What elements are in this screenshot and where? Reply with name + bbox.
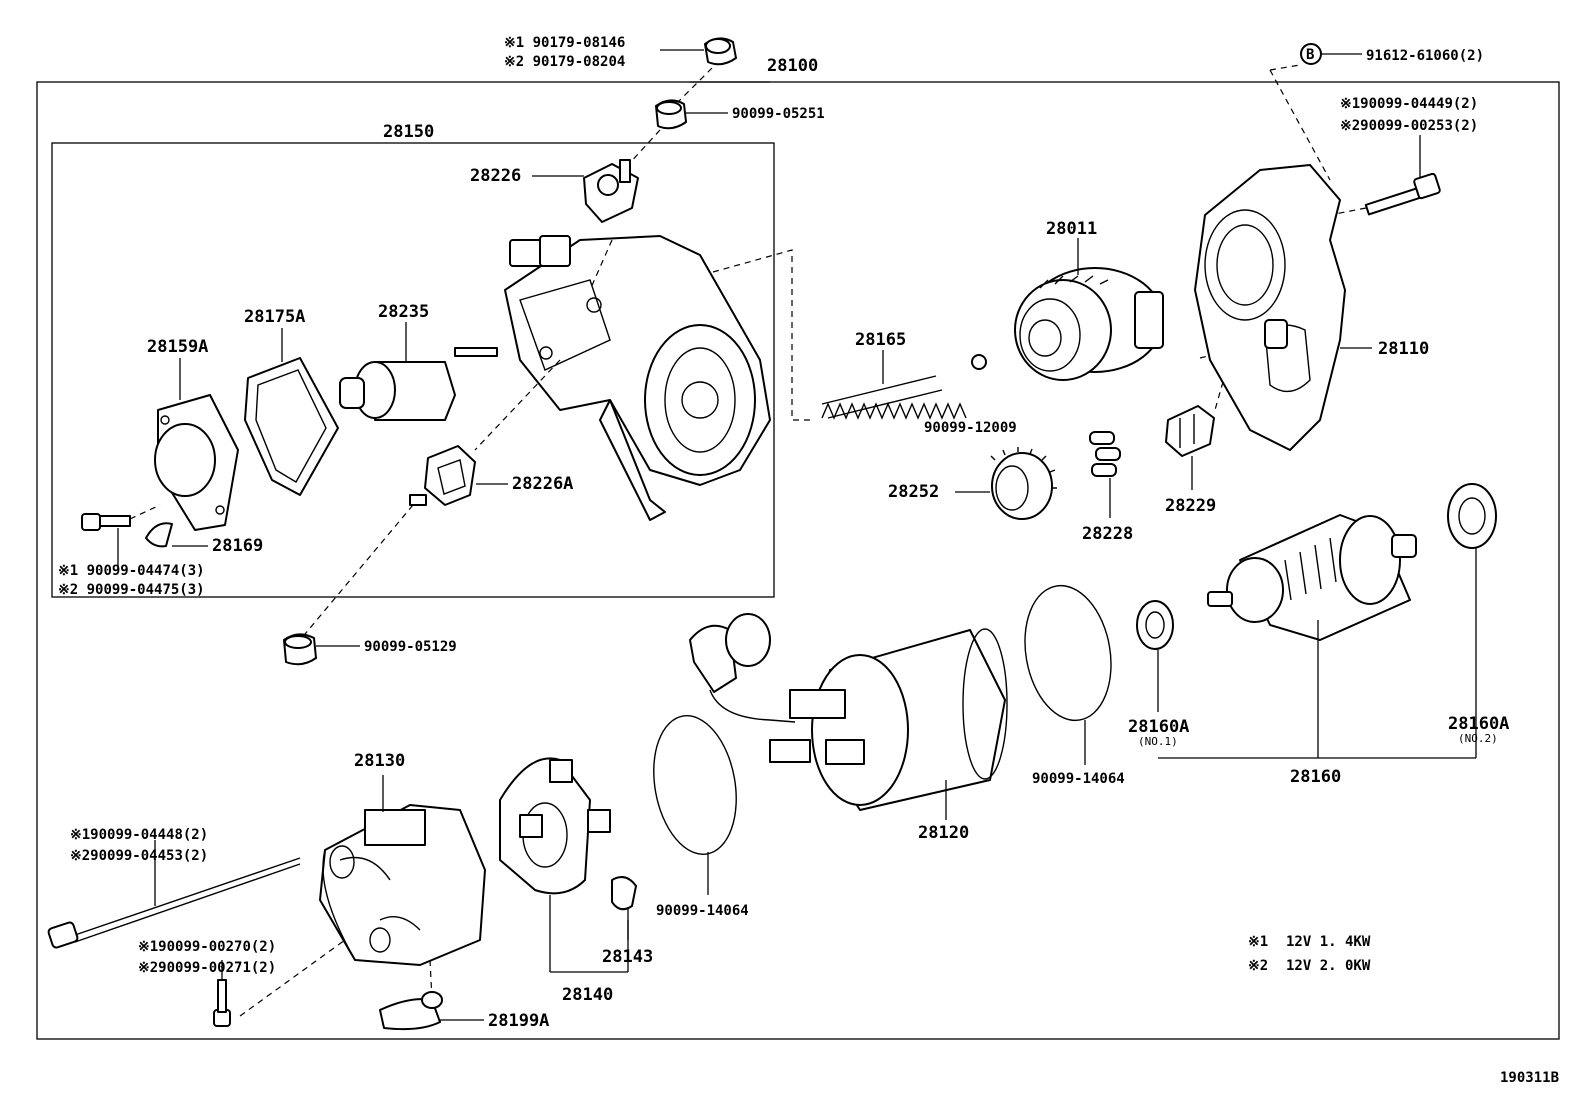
- note-1-text: 12V 1. 4KW: [1286, 934, 1371, 950]
- label-90099-00253: ※290099-00253(2): [1340, 118, 1478, 134]
- gasket-icon[interactable]: [244, 357, 339, 496]
- o-ring-left-icon[interactable]: [643, 709, 746, 861]
- nut-icon[interactable]: [655, 99, 687, 130]
- label-28226: 28226: [470, 166, 521, 186]
- end-cap-icon[interactable]: [379, 991, 443, 1031]
- label-28160A-no2-sub: (NO.2): [1458, 732, 1498, 745]
- label-28169: 28169: [212, 536, 263, 556]
- subassembly-frame: [51, 142, 775, 598]
- housing-bolt-icon[interactable]: [1364, 172, 1441, 216]
- label-28252: 28252: [888, 482, 939, 502]
- yoke-icon[interactable]: [689, 613, 1008, 811]
- label-28110: 28110: [1378, 339, 1429, 359]
- subassembly-label: 28150: [383, 122, 434, 142]
- label-28160A-no1-sub: (NO.1): [1138, 735, 1178, 748]
- clip-icon[interactable]: [145, 522, 173, 548]
- spring-icon[interactable]: [821, 375, 967, 420]
- starter-housing-icon[interactable]: [1194, 164, 1346, 451]
- note-1-mark: ※1: [1248, 934, 1268, 950]
- starter-clutch-icon[interactable]: [1014, 267, 1164, 381]
- figure-id: 190311B: [1500, 1070, 1559, 1086]
- label-28130: 28130: [354, 751, 405, 771]
- through-bolt-icon[interactable]: [47, 857, 301, 949]
- plunger-icon[interactable]: [339, 347, 498, 421]
- steel-ball-icon[interactable]: [971, 354, 987, 370]
- retainer-icon[interactable]: [1165, 405, 1215, 457]
- label-28228: 28228: [1082, 524, 1133, 544]
- label-90099-04448: ※190099-04448(2): [70, 827, 208, 843]
- brush-holder-icon[interactable]: [499, 757, 611, 895]
- label-90099-00270: ※190099-00270(2): [138, 939, 276, 955]
- switch-cover-icon[interactable]: [154, 394, 239, 531]
- label-90099-14064-left: 90099-14064: [656, 903, 749, 919]
- label-28175A: 28175A: [244, 307, 305, 327]
- end-frame-icon[interactable]: [319, 804, 486, 966]
- label-28165: 28165: [855, 330, 906, 350]
- label-90179-08146: ※1 90179-08146: [504, 35, 625, 51]
- label-28226A: 28226A: [512, 474, 573, 494]
- nut-lower-icon[interactable]: [283, 633, 317, 666]
- terminal-nut-icon[interactable]: [409, 445, 476, 506]
- assembly-label: 28100: [767, 56, 818, 76]
- label-28140: 28140: [562, 985, 613, 1005]
- assembly-frame: [36, 81, 1560, 1040]
- label-28199A: 28199A: [488, 1011, 549, 1031]
- screw-icon[interactable]: [213, 979, 231, 1027]
- note-2-text: 12V 2. 0KW: [1286, 958, 1371, 974]
- magnetic-switch-housing-icon[interactable]: [504, 235, 771, 521]
- label-28235: 28235: [378, 302, 429, 322]
- idler-gear-icon[interactable]: [990, 447, 1057, 520]
- label-91612-61060: 91612-61060(2): [1366, 48, 1484, 64]
- label-28160: 28160: [1290, 767, 1341, 787]
- label-90099-12009: 90099-12009: [924, 420, 1017, 436]
- label-28143: 28143: [602, 947, 653, 967]
- mark-b-letter: B: [1306, 47, 1314, 63]
- label-90099-05129: 90099-05129: [364, 639, 457, 655]
- label-28160A-no1: 28160A: [1128, 717, 1189, 737]
- label-28160A-no2: 28160A: [1448, 714, 1509, 734]
- bearing-no1-icon[interactable]: [1136, 600, 1174, 650]
- label-90099-00271: ※290099-00271(2): [138, 960, 276, 976]
- label-90099-04449: ※190099-04449(2): [1340, 96, 1478, 112]
- label-90099-04474: ※1 90099-04474(3): [58, 563, 205, 579]
- label-90099-04453: ※290099-04453(2): [70, 848, 208, 864]
- cap-nut-icon[interactable]: [704, 37, 737, 66]
- armature-icon[interactable]: [1207, 514, 1417, 641]
- terminal-bolt-icon[interactable]: [583, 159, 639, 223]
- o-ring-right-icon[interactable]: [1015, 579, 1121, 728]
- label-90099-05251: 90099-05251: [732, 106, 825, 122]
- label-90099-04475: ※2 90099-04475(3): [58, 582, 205, 598]
- mark-b-icon: B: [1300, 43, 1322, 65]
- label-28120: 28120: [918, 823, 969, 843]
- label-28011: 28011: [1046, 219, 1097, 239]
- label-28159A: 28159A: [147, 337, 208, 357]
- bolt-icon[interactable]: [81, 513, 131, 531]
- bearing-no2-icon[interactable]: [1447, 483, 1497, 549]
- rollers-icon[interactable]: [1089, 431, 1121, 477]
- brush-icon[interactable]: [611, 876, 637, 911]
- note-2-mark: ※2: [1248, 958, 1268, 974]
- label-90179-08204: ※2 90179-08204: [504, 54, 625, 70]
- label-28229: 28229: [1165, 496, 1216, 516]
- label-90099-14064-right: 90099-14064: [1032, 771, 1125, 787]
